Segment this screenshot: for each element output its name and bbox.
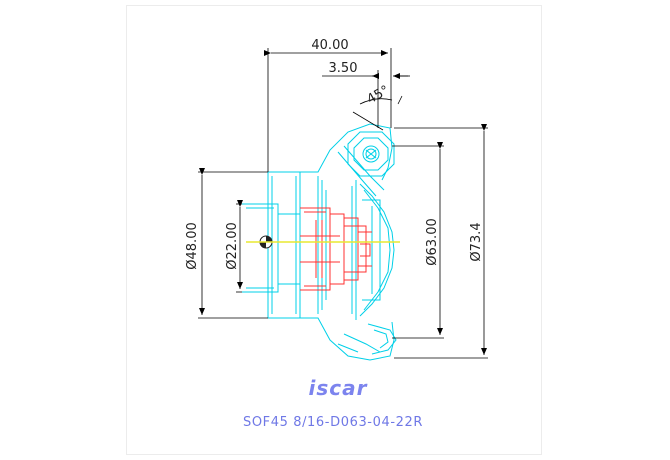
drawing-frame (127, 6, 541, 454)
dim-overall-length: 40.00 (311, 38, 348, 53)
dim-insert-offset: 3.50 (329, 61, 358, 76)
dimension-lines (198, 48, 488, 359)
dim-hub-diameter: Ø48.00 (185, 222, 200, 269)
dim-max-diameter: Ø73.4 (469, 222, 484, 261)
inner-bore-detail (300, 207, 372, 291)
dim-lead-angle: 45° (365, 83, 392, 108)
dim-bore-diameter: Ø22.00 (225, 222, 240, 269)
top-insert (347, 131, 395, 177)
arbor-key-section (242, 203, 300, 293)
dim-cutting-diameter: Ø63.00 (425, 218, 440, 265)
part-number: SOF45 8/16-D063-04-22R (243, 415, 423, 430)
brand-logo: iscar (309, 376, 368, 400)
